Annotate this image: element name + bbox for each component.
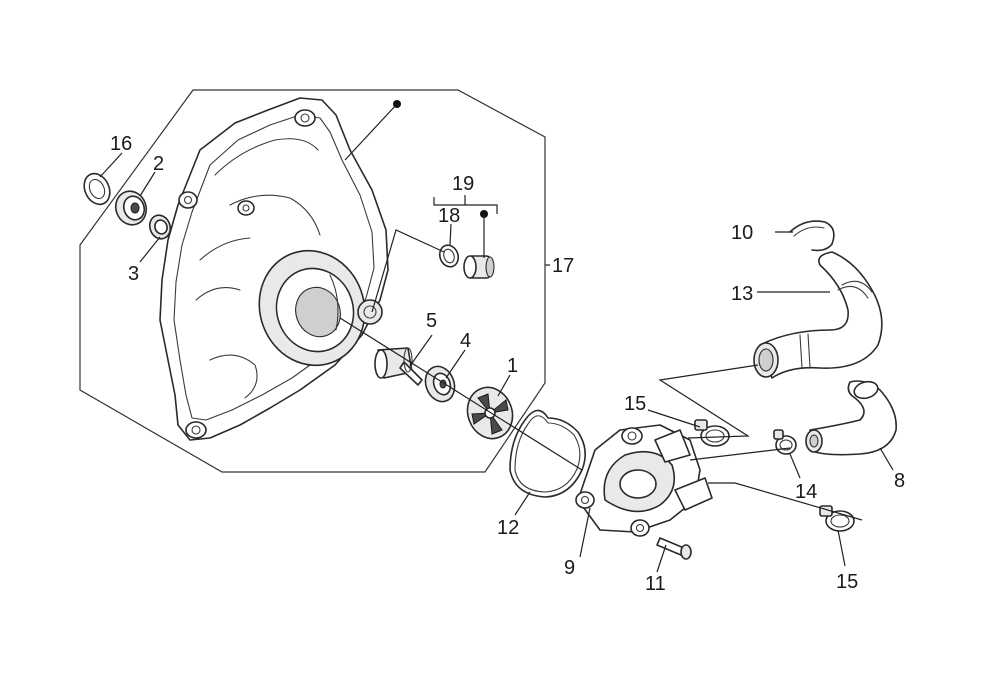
callout-3: 3	[128, 263, 139, 285]
engine-side-cover	[159, 97, 389, 441]
part-2-bearing	[114, 190, 148, 226]
part-13-hose	[753, 251, 883, 379]
part-10-hose-clip	[789, 220, 835, 252]
part-16-circlip	[83, 172, 111, 206]
callout-12: 12	[497, 517, 519, 539]
part-3-seal	[148, 214, 172, 240]
callout-18: 18	[438, 205, 460, 227]
part-15-clamp-upper	[694, 419, 730, 447]
callout-8: 8	[894, 470, 905, 492]
part-1-impeller	[466, 386, 514, 440]
part-9-pump-cover	[575, 424, 713, 537]
callout-13: 13	[731, 283, 753, 305]
callout-14: 14	[795, 481, 817, 503]
callout-1: 1	[507, 355, 518, 377]
callout-11: 11	[645, 573, 666, 595]
part-19-plug	[463, 255, 495, 279]
callout-2: 2	[153, 153, 164, 175]
part-12-gasket	[509, 409, 586, 498]
part-18-o-ring	[438, 244, 460, 268]
part-5-pump-shaft	[374, 347, 423, 386]
part-8-hose	[805, 380, 897, 456]
callout-19: 19	[452, 173, 474, 195]
leader-lines	[99, 100, 894, 573]
callout-5: 5	[426, 310, 437, 332]
part-14-clamp	[773, 429, 797, 455]
callout-10: 10	[731, 222, 753, 244]
leader-dot	[393, 100, 401, 108]
part-4-seal	[424, 365, 456, 403]
callout-17: 17	[552, 255, 574, 277]
callout-15-lower: 15	[836, 571, 858, 593]
callout-15-upper: 15	[624, 393, 646, 415]
callout-9: 9	[564, 557, 575, 579]
part-11-bolt	[656, 537, 692, 560]
assembly-17-frame	[79, 89, 546, 473]
callout-16: 16	[110, 133, 132, 155]
callout-4: 4	[460, 330, 471, 352]
